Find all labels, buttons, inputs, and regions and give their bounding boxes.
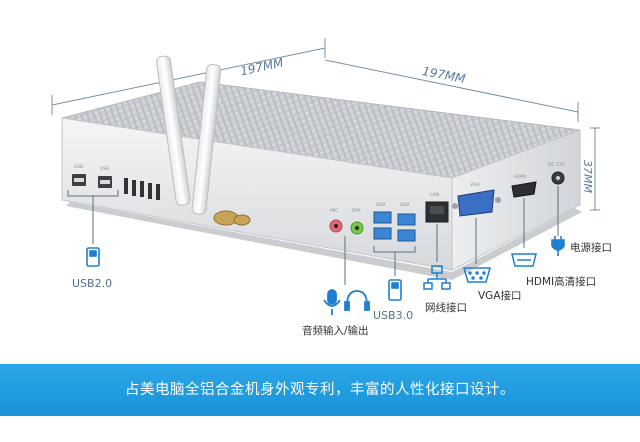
banner-text: 占美电脑全铝合金机身外观专利，丰富的人性化接口设计。 <box>125 382 515 398</box>
wifi-antennas <box>156 55 251 226</box>
microphone-icon <box>323 289 341 315</box>
panel-usb-a: USB <box>74 164 83 170</box>
dimension-lines <box>51 38 600 211</box>
hdmi-port <box>511 181 537 198</box>
headphone-icon <box>344 290 370 311</box>
hdmi-icon <box>511 253 537 267</box>
network-icon <box>423 265 451 290</box>
label-power: 电源接口 <box>570 242 612 254</box>
panel-dc: DC 12V <box>548 162 566 168</box>
panel-usb-b: USB <box>100 166 109 172</box>
bottom-margin <box>0 416 640 438</box>
panel-vga: VGA <box>470 182 481 188</box>
feature-banner: 占美电脑全铝合金机身外观专利，丰富的人性化接口设计。 <box>0 364 640 416</box>
label-usb2: USB2.0 <box>72 277 113 290</box>
dc-port <box>551 171 565 185</box>
usb3-icon <box>388 279 402 301</box>
label-hdmi: HDMI高清接口 <box>526 276 597 288</box>
panel-usb3-b: USB <box>400 202 409 208</box>
panel-lan: LAN <box>430 192 439 198</box>
vga-port <box>452 189 501 217</box>
callout-lines <box>67 186 559 285</box>
usb2-icon <box>86 247 100 267</box>
vga-icon <box>463 267 491 283</box>
panel-hdmi: HDMI <box>514 174 526 180</box>
power-plug-icon <box>551 236 565 256</box>
lan-port <box>425 201 449 223</box>
label-lan: 网线接口 <box>425 302 467 314</box>
height-dimension: 37MM <box>581 160 594 193</box>
usb3-ports <box>373 211 416 242</box>
label-audio: 音频输入/输出 <box>302 325 369 337</box>
panel-print: USB USB MIC SPK USB USB LAN VGA HDMI DC … <box>74 162 566 214</box>
label-usb3: USB3.0 <box>373 309 414 322</box>
panel-mic: MIC <box>330 208 338 214</box>
audio-jacks <box>329 219 364 235</box>
panel-spk: SPK <box>352 208 362 214</box>
usb2-ports <box>72 174 160 200</box>
panel-usb3-a: USB <box>376 202 385 208</box>
label-vga: VGA接口 <box>478 290 522 302</box>
